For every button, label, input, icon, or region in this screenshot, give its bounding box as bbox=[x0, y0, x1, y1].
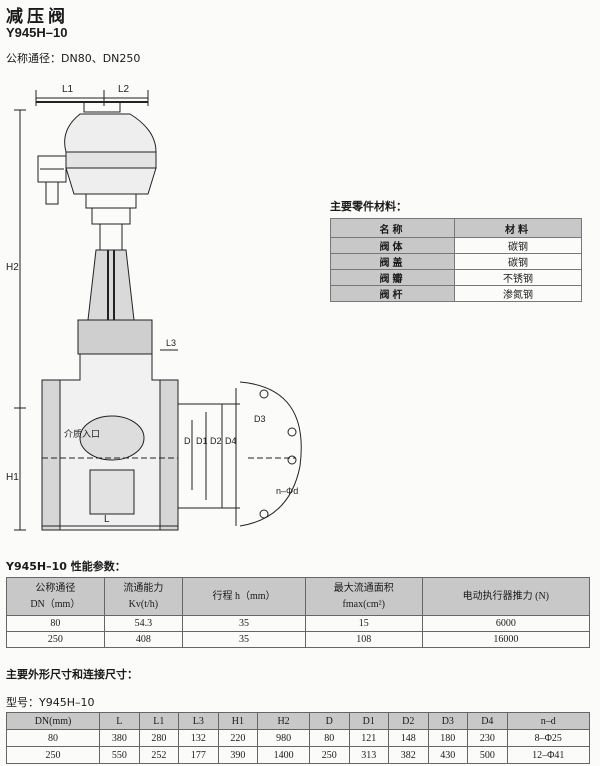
label-d2: D2 bbox=[210, 436, 222, 446]
table-row: 阀盖碳钢 bbox=[330, 253, 582, 270]
materials-col-name: 名称 bbox=[330, 218, 455, 238]
label-l1: L1 bbox=[62, 84, 74, 95]
dimensions-heading: 主要外形尺寸和连接尺寸： bbox=[6, 668, 138, 681]
label-d: D bbox=[184, 436, 191, 446]
label-l: L bbox=[104, 514, 110, 525]
label-d3: D3 bbox=[254, 414, 266, 424]
materials-table: 名称 材料 阀体碳钢 阀盖碳钢 阀瓣不锈钢 阀杆渗氮钢 bbox=[330, 218, 582, 302]
label-h2: H2 bbox=[6, 262, 19, 273]
label-nd: n–Φd bbox=[276, 486, 298, 496]
perf-header-thrust: 电动执行器推力 (N) bbox=[421, 577, 591, 616]
valve-drawing: L1 L2 介质入口 H2 H1 L L3 D D1 D2 D4 bbox=[6, 84, 302, 531]
dimensions-model: 型号：Y945H–10 bbox=[6, 696, 95, 709]
perf-header-stroke: 行程 h（mm） bbox=[182, 577, 306, 616]
table-row: 阀体碳钢 bbox=[330, 237, 582, 254]
label-inlet: 介质入口 bbox=[64, 428, 100, 439]
label-l2: L2 bbox=[118, 84, 130, 95]
page-title: 减压阀 bbox=[6, 7, 69, 27]
table-row: 阀瓣不锈钢 bbox=[330, 269, 582, 286]
performance-heading: Y945H–10 性能参数： bbox=[6, 560, 126, 573]
nominal-diameter: 公称通径：DN80、DN250 bbox=[6, 52, 141, 65]
label-d4: D4 bbox=[225, 436, 237, 446]
label-l3: L3 bbox=[166, 338, 176, 348]
model-number: Y945H–10 bbox=[6, 25, 68, 40]
table-row: 阀杆渗氮钢 bbox=[330, 285, 582, 302]
materials-heading: 主要零件材料： bbox=[330, 200, 407, 213]
materials-col-material: 材料 bbox=[454, 218, 582, 238]
label-h1: H1 bbox=[6, 472, 19, 483]
label-d1: D1 bbox=[196, 436, 208, 446]
